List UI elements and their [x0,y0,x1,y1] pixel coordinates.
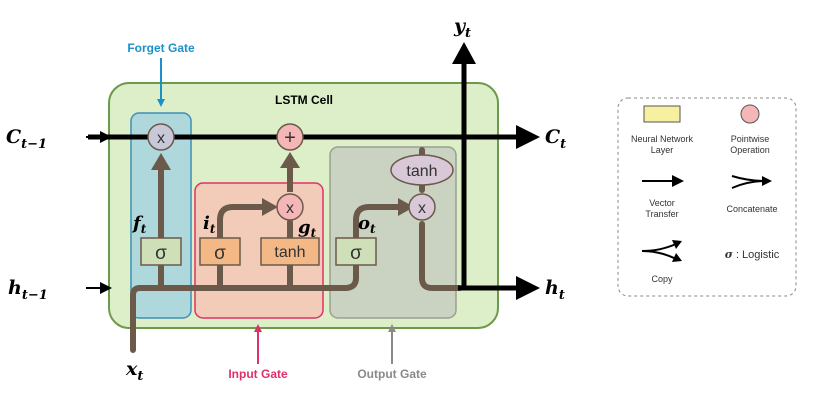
forget-gate-label: Forget Gate [127,41,195,55]
output-sigma-text: σ [350,243,362,264]
gt-label: gt [298,217,317,240]
legend-copy-head-top [672,240,682,249]
forget-mult-text: x [157,130,165,147]
input-tanh-layer [260,237,320,266]
legend-copy-icon [641,243,677,260]
legend-copy-label: Copy [651,274,673,284]
h-prev-label: ht−1 [8,277,48,303]
cell-add-op [276,123,304,151]
legend-layer-swatch [643,105,681,123]
x-input-label: xt [125,358,143,384]
input-sigma-layer [199,237,241,266]
hidden-out-arrowhead [516,276,540,300]
output-sigma-layer [335,237,377,266]
output-mult-text: x [418,200,426,217]
output-tanh-text: tanh [406,163,437,180]
legend-logistic-label: σ : Logistic [725,248,780,261]
ot-label: ot [358,213,376,236]
arrow-gt-head [280,152,300,168]
legend-pointwise-swatch [740,104,760,124]
legend-concatenate-head [762,176,772,186]
input-tanh-text: tanh [274,244,305,261]
input-gate-label: Input Gate [228,367,288,381]
forget-sigma-text: σ [155,243,167,264]
cell-add-text: + [284,127,296,149]
output-mult-op [408,193,436,221]
y-output-arrowhead [452,42,476,64]
input-mult-text: x [286,200,294,217]
forget-sigma-layer [140,237,182,266]
input-mult-op [276,193,304,221]
internal-flow-lines [130,147,463,353]
h-next-label: ht [545,277,565,303]
c-next-label: Ct [545,126,566,152]
arrow-ft-head [151,153,171,170]
output-gate-label: Output Gate [357,367,427,381]
legend-box [617,97,797,297]
c-prev-label: Ct−1 [6,126,47,152]
legend-concatenate-label: Concatenate [726,204,777,214]
arrow-it-head [262,198,278,216]
arrow-ot-head [398,198,414,216]
input-sigma-text: σ [214,243,226,264]
legend-copy-head-bottom [672,253,682,262]
output-tanh-op [390,154,454,186]
cell-state-arrowhead [516,125,540,149]
it-label: it [203,213,216,236]
forget-mult-op [147,123,175,151]
y-output-label: yt [453,15,471,41]
cell-title: LSTM Cell [275,93,333,107]
